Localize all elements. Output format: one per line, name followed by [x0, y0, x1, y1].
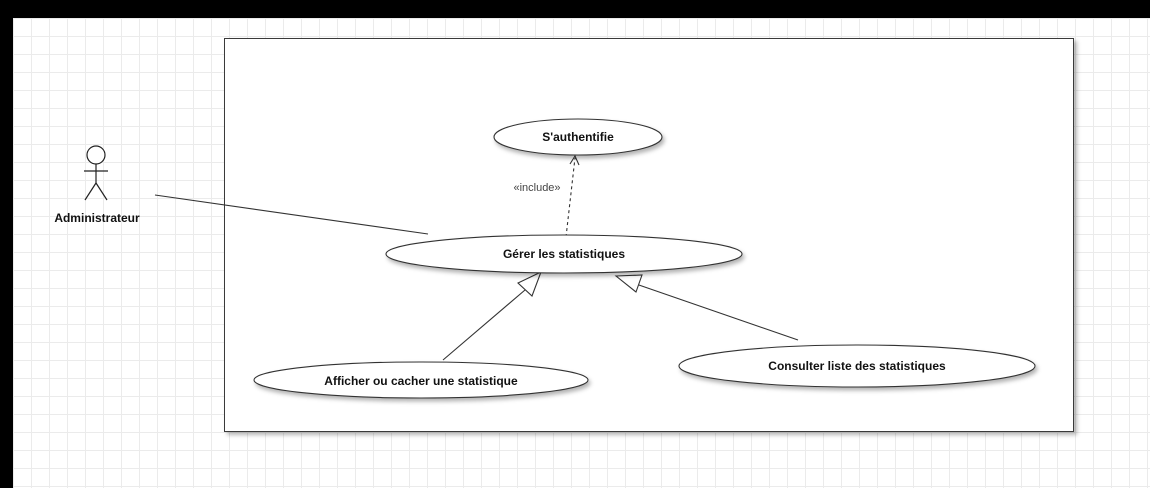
include-dependency-line[interactable] [565, 157, 576, 238]
generalization-consulter-line[interactable] [635, 283, 799, 341]
use-case-ellipse [678, 344, 1036, 388]
include-stereotype-label: «include» [513, 182, 560, 194]
association-line[interactable] [154, 194, 429, 235]
use-case-diagram: Administrateur «include» S'authentifie G… [54, 118, 1036, 399]
use-case-ellipse [493, 118, 663, 156]
generalization-afficher-line[interactable] [442, 289, 526, 361]
diagram-canvas: Administrateur «include» S'authentifie G… [13, 18, 1150, 488]
use-case-gerer-statistiques[interactable]: Gérer les statistiques [385, 234, 743, 274]
use-case-afficher-cacher[interactable]: Afficher ou cacher une statistique [253, 361, 589, 399]
use-case-sauthentifie[interactable]: S'authentifie [493, 118, 663, 156]
use-case-ellipse [253, 361, 589, 399]
use-case-consulter-liste[interactable]: Consulter liste des statistiques [678, 344, 1036, 388]
include-arrowhead [569, 154, 580, 166]
actor-head [86, 145, 106, 165]
use-case-label: Gérer les statistiques [503, 247, 625, 261]
use-case-label: S'authentifie [542, 130, 614, 144]
use-case-label: Consulter liste des statistiques [768, 359, 946, 373]
use-case-ellipse [385, 234, 743, 274]
actor-left-leg [84, 182, 97, 201]
generalization-afficher-arrowhead [517, 270, 542, 297]
actor-right-leg [95, 182, 108, 201]
generalization-consulter-arrowhead [614, 274, 643, 293]
actor-label: Administrateur [54, 211, 140, 225]
actor-administrateur[interactable] [84, 145, 108, 201]
use-case-label: Afficher ou cacher une statistique [324, 374, 518, 388]
